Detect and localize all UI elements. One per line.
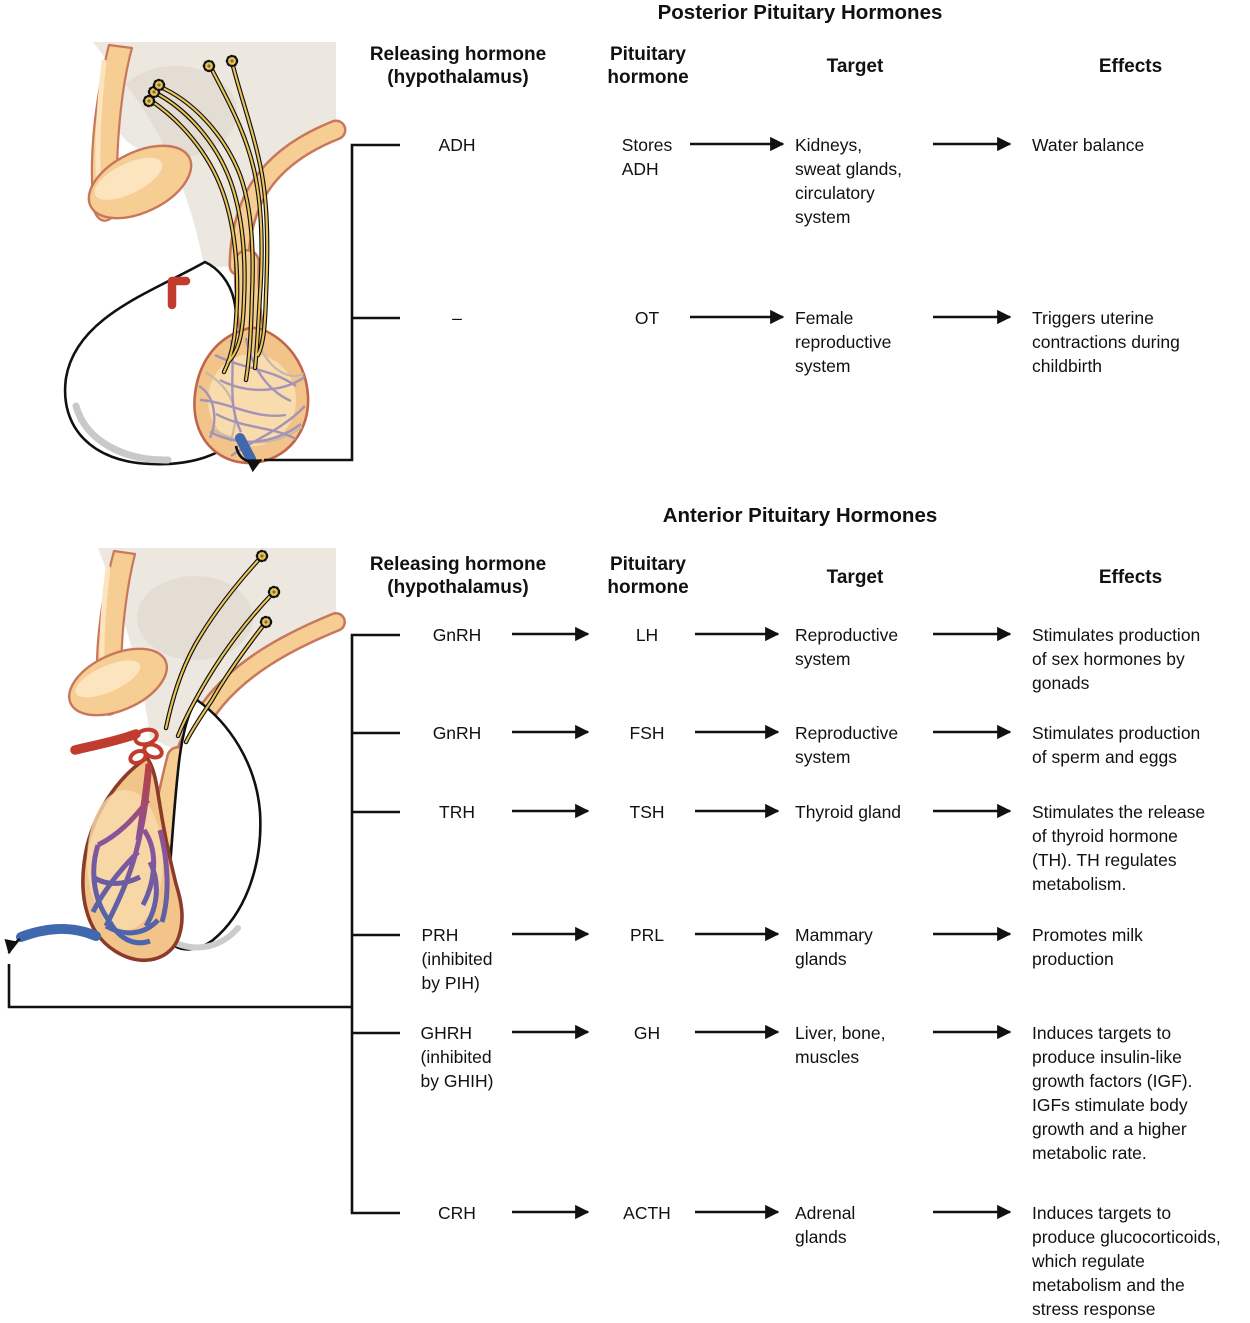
posterior-section-title: Posterior Pituitary Hormones <box>657 1 943 24</box>
row-ot-target: Female reproductive system <box>795 308 892 376</box>
row-tsh-pituitary: TSH <box>629 802 665 822</box>
row-fsh-releasing: GnRH <box>432 723 482 743</box>
neuron-cell-body <box>225 54 239 68</box>
row-acth-releasing: CRH <box>438 1203 476 1223</box>
row-acth-effects: Induces targets to produce glucocorticoi… <box>1032 1203 1221 1319</box>
vein-blue <box>235 433 256 464</box>
row-adh-effects: Water balance <box>1032 135 1145 155</box>
hormone-release-arrow <box>246 458 263 473</box>
header-pituitary-hormone: Pituitary hormone <box>607 44 689 88</box>
artery-red <box>167 276 191 310</box>
neuron-cell-body <box>152 78 166 92</box>
header-releasing-hormone: Releasing hormone (hypothalamus) <box>369 44 547 88</box>
row-prl-pituitary: PRL <box>629 925 665 945</box>
header-target: Target <box>826 567 884 588</box>
tissue-shading <box>137 576 253 660</box>
posterior-pituitary-illustration <box>63 42 347 473</box>
header-pituitary-hormone: Pituitary hormone <box>607 554 689 598</box>
row-tsh-effects: Stimulates the release of thyroid hormon… <box>1032 802 1206 894</box>
header-target: Target <box>826 56 884 77</box>
row-prl-target: Mammary glands <box>795 925 873 969</box>
neuron-fibers <box>142 54 270 383</box>
capillary-knot <box>128 727 164 841</box>
row-adh-releasing: ADH <box>438 135 476 155</box>
neuron-cell-body <box>255 549 269 563</box>
row-acth-target: Adrenal glands <box>795 1203 856 1247</box>
row-gh-effects: Induces targets to produce insulin-like … <box>1032 1023 1193 1163</box>
row-ot-releasing: – <box>452 308 462 328</box>
row-lh-pituitary: LH <box>635 625 659 645</box>
anterior-pituitary-illustration <box>4 548 346 962</box>
posterior-row-arrows <box>690 136 1012 325</box>
row-tsh-releasing: TRH <box>439 802 475 822</box>
row-tsh-target: Thyroid gland <box>795 802 902 822</box>
header-effects: Effects <box>1098 56 1163 77</box>
row-prl-releasing: PRH (inhibited by PIH) <box>421 925 493 993</box>
row-gh-target: Liver, bone, muscles <box>795 1023 886 1067</box>
neuron-fibers <box>163 549 281 745</box>
hypothalamic-floor <box>231 122 344 274</box>
header-effects: Effects <box>1098 567 1163 588</box>
row-acth-pituitary: ACTH <box>623 1203 671 1223</box>
row-ot-effects: Triggers uterine contractions during chi… <box>1032 308 1180 376</box>
hormone-release-curve <box>234 445 253 464</box>
row-fsh-effects: Stimulates production of sperm and eggs <box>1032 723 1201 767</box>
row-adh-pituitary: Stores ADH <box>621 135 673 179</box>
lobe-shadow <box>72 402 172 464</box>
artery-red <box>70 729 141 755</box>
neuron-cell-body <box>259 615 273 629</box>
hypothalamus-oval <box>87 144 193 220</box>
row-adh-target: Kidneys, sweat glands, circulatory syste… <box>795 135 903 227</box>
row-lh-releasing: GnRH <box>432 625 482 645</box>
header-releasing-hormone: Releasing hormone (hypothalamus) <box>369 554 547 598</box>
neuron-cell-body <box>142 94 156 108</box>
row-gh-releasing: GHRH (inhibited by GHIH) <box>420 1023 494 1091</box>
posterior-lobe-highlight <box>208 354 296 446</box>
anterior-section-title: Anterior Pituitary Hormones <box>662 504 938 527</box>
lobe-shadow <box>175 925 241 951</box>
row-lh-target: Reproductive system <box>795 625 899 669</box>
posterior-bracket <box>264 143 400 462</box>
row-fsh-pituitary: FSH <box>629 723 665 743</box>
row-lh-effects: Stimulates production of sex hormones by… <box>1032 625 1201 693</box>
anterior-bracket <box>7 633 400 1215</box>
neuron-cell-body <box>202 59 216 73</box>
row-ot-pituitary: OT <box>634 308 660 328</box>
hypothalamus-oval <box>67 647 169 717</box>
row-prl-effects: Promotes milk production <box>1032 925 1143 969</box>
anterior-row-arrows <box>512 626 1012 1220</box>
hormone-release-arrow <box>4 937 21 955</box>
neuron-cell-body <box>267 585 281 599</box>
row-gh-pituitary: GH <box>633 1023 661 1043</box>
row-fsh-target: Reproductive system <box>795 723 899 767</box>
vein-blue <box>16 923 101 942</box>
